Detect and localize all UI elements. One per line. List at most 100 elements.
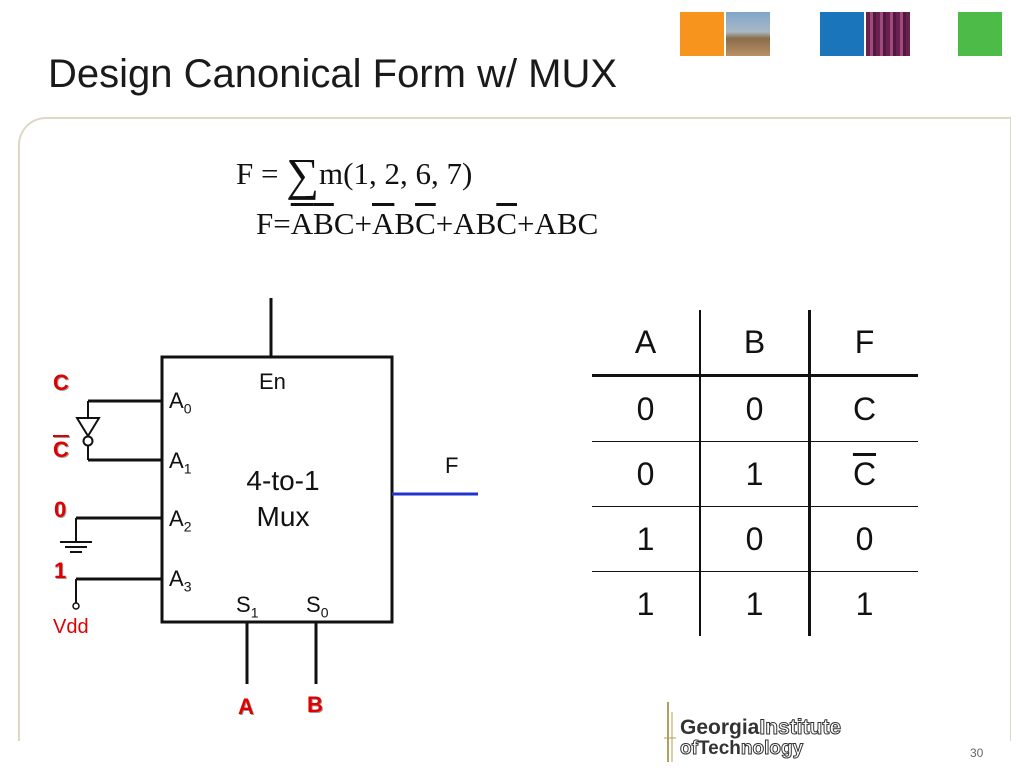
mux-name: 4-to-1 Mux xyxy=(224,463,342,535)
pin-a1-label: A1 xyxy=(169,448,191,476)
logo-institute: Institute xyxy=(759,716,842,740)
literal-c: C xyxy=(577,206,599,241)
page-number: 30 xyxy=(970,746,984,760)
eq2-terms: ABC+ABC+ABC+ABC xyxy=(291,206,599,241)
pin-a1-sub: 1 xyxy=(183,460,192,477)
cell-f: C xyxy=(809,441,918,507)
select-source-a: A xyxy=(238,694,254,719)
mux-name-line1: 4-to-1 xyxy=(246,465,320,496)
cell-b: 1 xyxy=(700,441,811,507)
eq1-equals: = xyxy=(261,156,279,191)
cell-a: 1 xyxy=(592,571,701,636)
pin-a0-label: A0 xyxy=(169,388,191,416)
header-square-blue xyxy=(820,12,864,56)
pin-s1-letter: S xyxy=(236,592,251,617)
pin-s0-label: S0 xyxy=(306,592,328,620)
equation-minterm-sum: F = ∑m(1, 2, 6, 7) xyxy=(236,142,473,200)
source-one: 1 xyxy=(54,558,67,583)
cell-f: 0 xyxy=(809,506,918,572)
truth-table-header: A B F xyxy=(592,310,918,377)
pin-a0-sub: 0 xyxy=(183,400,192,417)
vdd-terminal-icon xyxy=(72,602,80,610)
cell-f: 1 xyxy=(855,585,874,622)
literal-b-bar: B xyxy=(313,206,334,241)
eq2-equals: = xyxy=(273,206,291,241)
pin-a2-sub: 2 xyxy=(183,518,192,535)
plus-sign: + xyxy=(517,206,535,241)
vdd-label: Vdd xyxy=(53,616,89,638)
content-frame xyxy=(18,117,1011,741)
eq2-lhs: F xyxy=(256,206,274,241)
pin-a0-letter: A xyxy=(169,388,184,413)
pin-a3-sub: 3 xyxy=(183,578,192,595)
literal-a: A xyxy=(453,206,476,241)
pin-s0-sub: 0 xyxy=(320,604,329,621)
literal-b: B xyxy=(556,206,578,241)
literal-a: A xyxy=(534,206,557,241)
header-photo-campus xyxy=(726,12,770,56)
header-square-green xyxy=(958,12,1002,56)
product-term: ABC xyxy=(534,206,598,241)
literal-b: B xyxy=(475,206,497,241)
table-row: 0 0 C xyxy=(592,375,918,442)
logo-nology: nology xyxy=(740,738,804,760)
sigma-symbol: ∑ xyxy=(286,149,320,200)
literal-a-bar: A xyxy=(290,206,314,241)
product-term: ABC xyxy=(453,206,517,241)
cell-b: 0 xyxy=(700,506,811,572)
header-photo-circuit xyxy=(866,12,910,56)
mux-box xyxy=(160,355,394,624)
source-c-bar: C xyxy=(53,437,69,462)
header-f: F xyxy=(809,310,918,377)
mux-name-line2: Mux xyxy=(256,501,310,532)
cell-a: 0 xyxy=(592,441,701,507)
logo-georgia: Georgia xyxy=(680,716,760,739)
pin-s1-label: S1 xyxy=(236,592,258,620)
table-row: 0 1 C xyxy=(592,441,918,507)
logo-text-line2: ofTechnology xyxy=(680,738,804,760)
table-row: 1 1 1 xyxy=(592,571,918,636)
eq1-rhs: m(1, 2, 6, 7) xyxy=(319,156,473,191)
eq1-lhs: F xyxy=(236,156,254,191)
inverter-icon xyxy=(75,417,101,438)
cell-f: C xyxy=(809,375,918,442)
inverter-bubble-icon xyxy=(82,435,94,447)
table-row: 1 0 0 xyxy=(592,506,918,572)
georgia-tech-logo-icon xyxy=(664,702,676,762)
literal-c-bar: C xyxy=(415,206,436,241)
pin-s0-letter: S xyxy=(306,592,321,617)
literal-a-bar: A xyxy=(371,206,395,241)
source-c: C xyxy=(53,370,69,395)
plus-sign: + xyxy=(435,206,454,241)
pin-a2-label: A2 xyxy=(169,506,191,534)
cell-b: 1 xyxy=(700,571,811,636)
header-square-orange xyxy=(680,12,724,56)
slide-title: Design Canonical Form w/ MUX xyxy=(48,52,618,96)
literal-c: C xyxy=(333,206,355,241)
product-term: ABC xyxy=(291,206,355,241)
literal-c-bar: C xyxy=(496,206,517,241)
header-a: A xyxy=(592,310,701,377)
literal-b: B xyxy=(394,206,416,241)
product-term: ABC xyxy=(372,206,436,241)
equation-sop: F=ABC+ABC+ABC+ABC xyxy=(256,206,598,242)
enable-label: En xyxy=(259,369,286,394)
cell-a: 0 xyxy=(592,375,701,442)
source-zero: 0 xyxy=(54,497,67,522)
logo-of: of xyxy=(680,738,699,760)
pin-s1-sub: 1 xyxy=(250,604,259,621)
plus-sign: + xyxy=(354,206,372,241)
select-source-b: B xyxy=(307,692,323,717)
output-label-f: F xyxy=(445,453,459,478)
pin-a3-label: A3 xyxy=(169,566,191,594)
pin-a2-letter: A xyxy=(169,506,184,531)
header-b: B xyxy=(700,310,811,377)
logo-tech: Tech xyxy=(697,738,741,759)
cell-b: 0 xyxy=(700,375,811,442)
truth-table: A B F 0 0 C 0 1 C 1 0 0 1 1 1 xyxy=(592,310,918,636)
cell-a: 1 xyxy=(592,506,701,572)
pin-a3-letter: A xyxy=(169,566,184,591)
pin-a1-letter: A xyxy=(169,448,184,473)
logo-text-line1: GeorgiaInstitute xyxy=(680,716,842,740)
